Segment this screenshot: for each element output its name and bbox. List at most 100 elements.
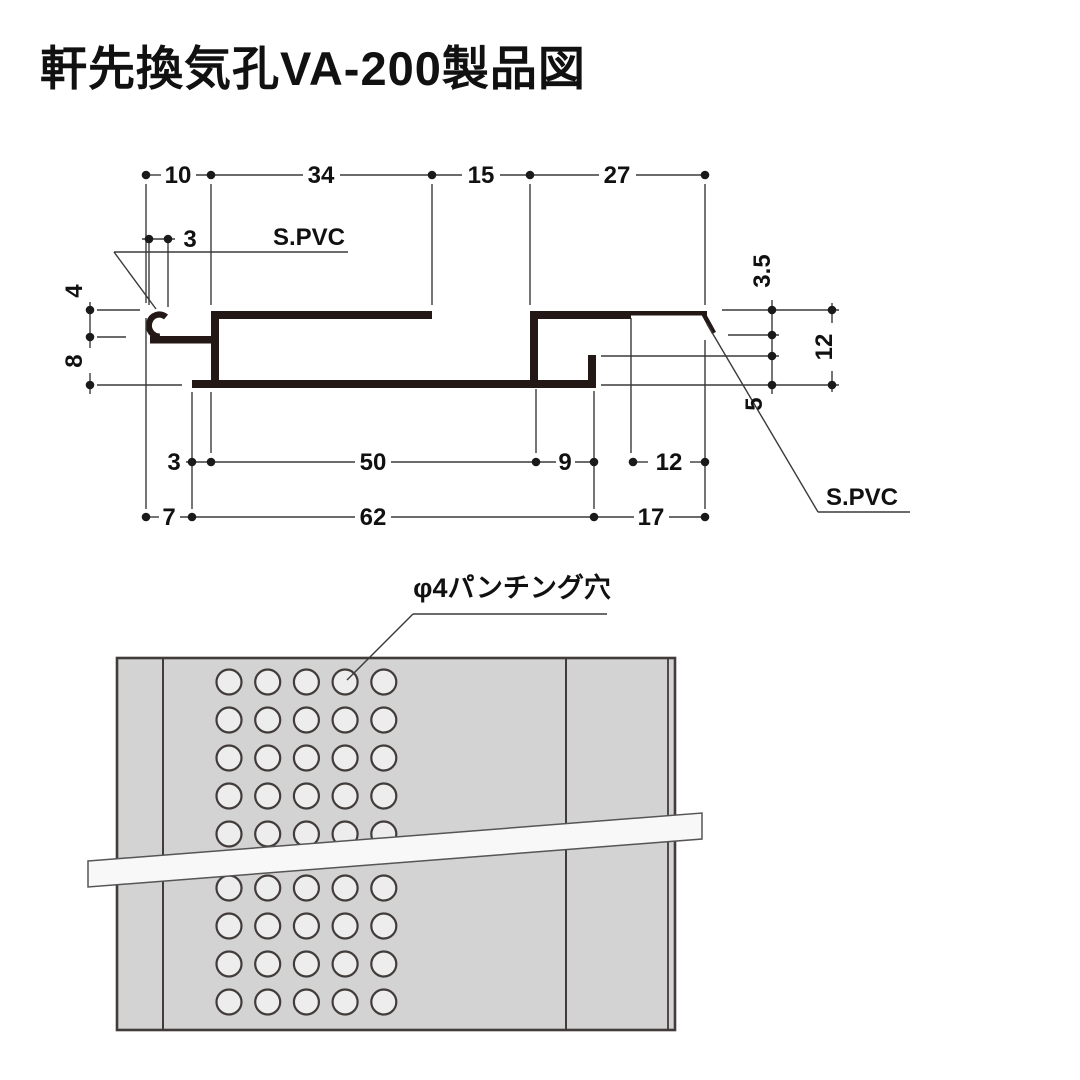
punching-hole	[215, 744, 243, 772]
punching-hole	[292, 668, 320, 696]
punching-hole	[292, 912, 320, 940]
bottom-flange	[192, 380, 596, 388]
dim-dot	[85, 332, 95, 342]
dim-top-10: 10	[165, 162, 192, 189]
dim-dot	[589, 457, 599, 467]
dim-dot	[827, 305, 837, 315]
right-web	[530, 311, 538, 385]
punching-hole	[370, 874, 398, 902]
dim-dot	[187, 457, 197, 467]
hole-label: φ4パンチング穴	[413, 572, 611, 603]
right-top-bar	[530, 311, 631, 319]
punching-hole	[292, 874, 320, 902]
dimension-dots	[85, 170, 837, 522]
flange-hook	[588, 355, 596, 388]
punching-hole	[331, 912, 359, 940]
punching-hole	[331, 874, 359, 902]
punching-hole	[215, 874, 243, 902]
dim-dot	[187, 512, 197, 522]
punching-hole	[254, 668, 282, 696]
punching-hole	[370, 950, 398, 978]
punching-hole	[331, 782, 359, 810]
dim-right-3-5: 3.5	[749, 254, 776, 287]
punching-hole	[215, 668, 243, 696]
dim-dot	[85, 305, 95, 315]
dim-right-5: 5	[741, 397, 768, 410]
dim-dot	[525, 170, 535, 180]
panel-bottom-view: φ4パンチング穴	[87, 572, 703, 1032]
dim-top-27: 27	[604, 162, 631, 189]
punching-hole	[331, 744, 359, 772]
dim-dot	[767, 305, 777, 315]
dim-dot	[628, 457, 638, 467]
dim-dot	[827, 380, 837, 390]
punching-hole	[292, 950, 320, 978]
punching-hole	[292, 744, 320, 772]
punching-hole	[292, 782, 320, 810]
dim-overhang-3: 3	[183, 226, 196, 253]
dim-dot	[206, 170, 216, 180]
cross-section-profile	[145, 311, 716, 388]
dim-top-15: 15	[468, 162, 495, 189]
punching-hole	[370, 706, 398, 734]
dim-b1-50: 50	[360, 449, 387, 476]
dim-top-34: 34	[308, 162, 335, 189]
main-web	[211, 311, 219, 388]
dim-dot	[427, 170, 437, 180]
dim-dot	[767, 330, 777, 340]
dim-dot	[141, 170, 151, 180]
right-bevel	[701, 311, 716, 335]
dim-dot	[767, 351, 777, 361]
punching-hole	[215, 988, 243, 1016]
punching-hole	[254, 706, 282, 734]
dim-b2-62: 62	[360, 504, 387, 531]
punching-hole	[292, 706, 320, 734]
dim-dot	[85, 380, 95, 390]
dim-dot	[767, 380, 777, 390]
punching-hole	[370, 668, 398, 696]
punching-hole	[331, 988, 359, 1016]
punching-hole	[254, 988, 282, 1016]
punching-hole	[370, 744, 398, 772]
dim-b1-12: 12	[656, 449, 683, 476]
dim-left-4: 4	[61, 284, 88, 298]
punching-hole	[215, 950, 243, 978]
punching-hole	[370, 912, 398, 940]
punching-holes	[215, 668, 398, 1016]
leader-lines	[113, 251, 910, 513]
material-label-left: S.PVC	[273, 224, 345, 251]
punching-hole	[215, 912, 243, 940]
page-title: 軒先換気孔VA-200製品図	[40, 42, 586, 95]
dim-dot	[700, 457, 710, 467]
punching-hole	[254, 950, 282, 978]
punching-hole	[370, 988, 398, 1016]
dimension-labels: 10 34 15 27 3 4 8 3.5 12 5 3 50 9 12 7 6…	[61, 162, 898, 531]
dim-b1-9: 9	[558, 449, 571, 476]
dim-dot	[589, 512, 599, 522]
punching-hole	[254, 874, 282, 902]
dim-b2-17: 17	[638, 504, 665, 531]
punching-hole	[254, 820, 282, 848]
punching-hole	[215, 820, 243, 848]
hole-label-leader	[346, 613, 414, 681]
dim-dot	[141, 512, 151, 522]
dim-dot	[700, 512, 710, 522]
punching-hole	[215, 706, 243, 734]
punching-hole	[254, 744, 282, 772]
material-label-right: S.PVC	[826, 484, 898, 511]
left-flange	[150, 336, 213, 344]
spvc-left-leader	[113, 251, 157, 310]
dim-dot	[531, 457, 541, 467]
punching-hole	[254, 782, 282, 810]
punching-hole	[254, 912, 282, 940]
dimension-lines	[89, 174, 839, 518]
break-band	[87, 812, 703, 888]
dim-b2-7: 7	[162, 504, 175, 531]
dim-b1-3: 3	[167, 449, 180, 476]
punching-hole	[331, 950, 359, 978]
dim-dot	[144, 234, 154, 244]
spvc-right-leader	[706, 323, 819, 513]
punching-hole	[292, 988, 320, 1016]
right-lip	[631, 311, 707, 316]
